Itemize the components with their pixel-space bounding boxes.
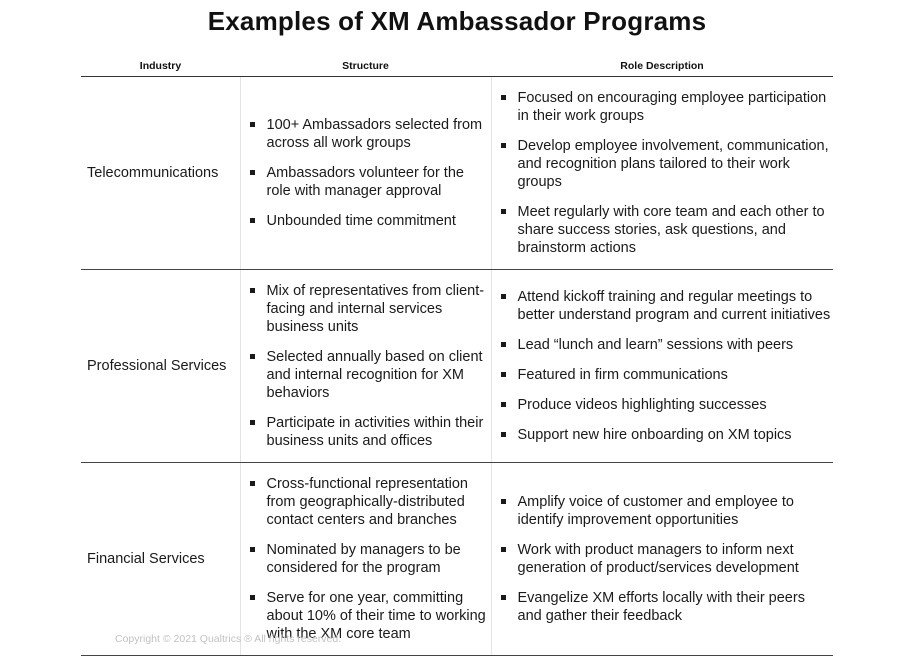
list-item: Amplify voice of customer and employee t… xyxy=(492,493,834,529)
table-row: Telecommunications 100+ Ambassadors sele… xyxy=(81,76,834,270)
industry-cell: Telecommunications xyxy=(81,76,240,270)
list-item: Cross-functional representation from geo… xyxy=(241,475,491,529)
industry-cell: Financial Services xyxy=(81,462,240,656)
table-header-row: Industry Structure Role Description xyxy=(81,56,833,77)
list-item: 100+ Ambassadors selected from across al… xyxy=(241,116,491,152)
list-item: Produce videos highlighting successes xyxy=(492,396,834,414)
copyright-footer: Copyright © 2021 Qualtrics ® All rights … xyxy=(115,633,342,645)
role-cell: Focused on encouraging employee particip… xyxy=(490,76,834,270)
role-cell: Amplify voice of customer and employee t… xyxy=(490,462,834,656)
page-title: Examples of XM Ambassador Programs xyxy=(207,6,707,36)
header-industry: Industry xyxy=(81,56,240,77)
list-item: Develop employee involvement, communicat… xyxy=(492,137,834,191)
list-item: Serve for one year, committing about 10%… xyxy=(241,589,491,643)
industry-cell: Professional Services xyxy=(81,269,240,463)
list-item: Unbounded time commitment xyxy=(241,212,491,230)
list-item: Nominated by managers to be considered f… xyxy=(241,541,491,577)
role-list: Focused on encouraging employee particip… xyxy=(492,89,834,257)
list-item: Work with product managers to inform nex… xyxy=(492,541,834,577)
list-item: Featured in firm communications xyxy=(492,366,834,384)
list-item: Lead “lunch and learn” sessions with pee… xyxy=(492,336,834,354)
list-item: Focused on encouraging employee particip… xyxy=(492,89,834,125)
role-list: Attend kickoff training and regular meet… xyxy=(492,288,834,444)
table-row: Financial Services Cross-functional repr… xyxy=(81,462,834,656)
structure-list: 100+ Ambassadors selected from across al… xyxy=(241,116,491,230)
list-item: Meet regularly with core team and each o… xyxy=(492,203,834,257)
ambassador-programs-table: Industry Structure Role Description Tele… xyxy=(81,56,833,656)
structure-list: Cross-functional representation from geo… xyxy=(241,475,491,643)
list-item: Evangelize XM efforts locally with their… xyxy=(492,589,834,625)
structure-cell: Cross-functional representation from geo… xyxy=(239,462,491,656)
list-item: Selected annually based on client and in… xyxy=(241,348,491,402)
list-item: Ambassadors volunteer for the role with … xyxy=(241,164,491,200)
list-item: Attend kickoff training and regular meet… xyxy=(492,288,834,324)
structure-list: Mix of representatives from client-facin… xyxy=(241,282,491,450)
list-item: Support new hire onboarding on XM topics xyxy=(492,426,834,444)
header-structure: Structure xyxy=(240,56,491,77)
role-cell: Attend kickoff training and regular meet… xyxy=(490,269,834,463)
list-item: Mix of representatives from client-facin… xyxy=(241,282,491,336)
header-role-description: Role Description xyxy=(491,56,833,77)
table-row: Professional Services Mix of representat… xyxy=(81,269,834,463)
structure-cell: Mix of representatives from client-facin… xyxy=(239,269,491,463)
structure-cell: 100+ Ambassadors selected from across al… xyxy=(239,76,491,270)
role-list: Amplify voice of customer and employee t… xyxy=(492,493,834,625)
list-item: Participate in activities within their b… xyxy=(241,414,491,450)
